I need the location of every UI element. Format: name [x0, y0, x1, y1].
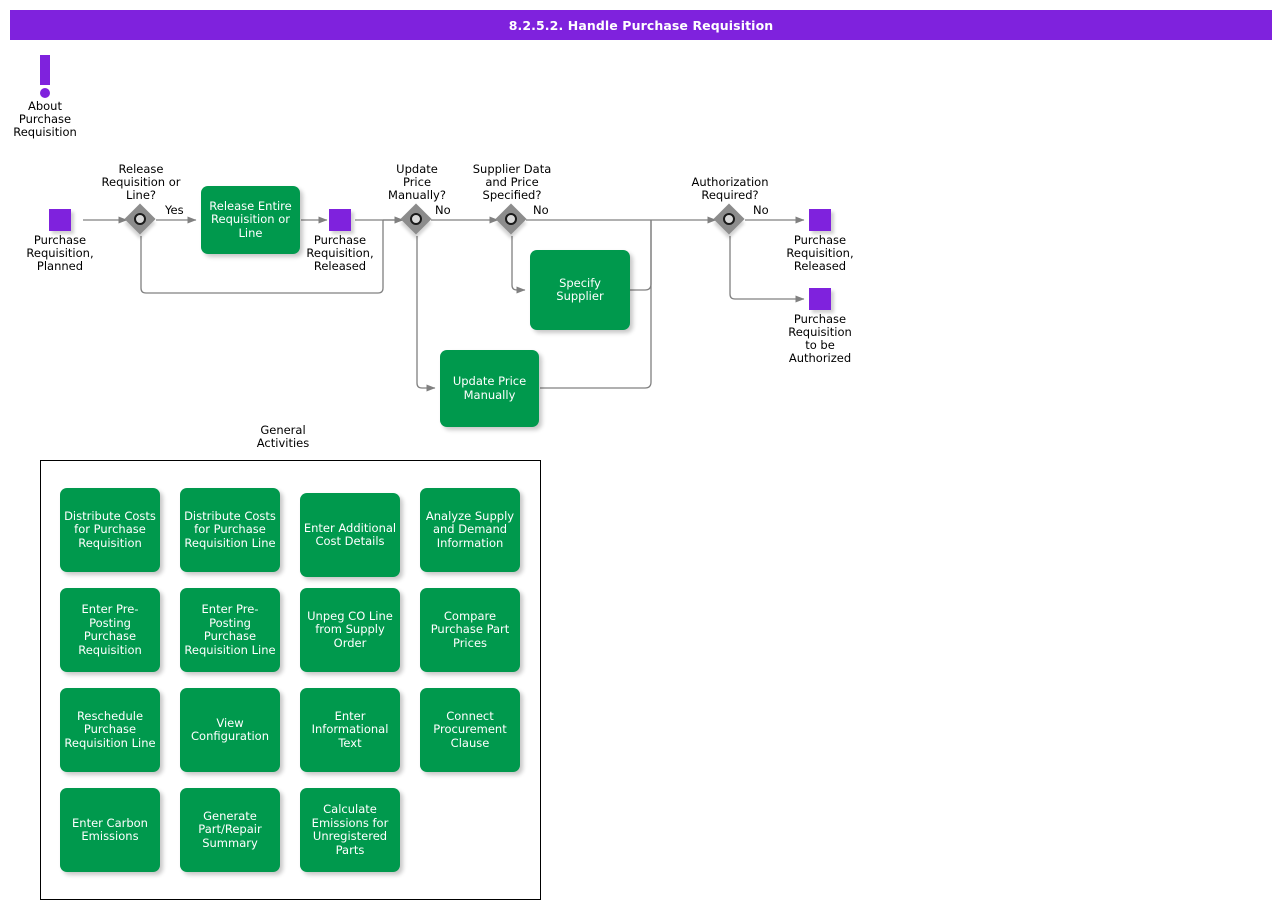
general-activities-title-line1: General: [260, 423, 306, 437]
decision-label-line2: Requisition or: [101, 175, 181, 189]
page-title: 8.2.5.2. Handle Purchase Requisition: [508, 17, 774, 33]
decision-supplier-data-and-price-specified[interactable]: Supplier Data and Price Specified?: [473, 163, 551, 236]
state-label: Purchase Requisition, Planned: [20, 234, 100, 273]
general-activity-analyze-supply-and-demand-information[interactable]: Analyze Supply and Demand Information: [420, 488, 520, 572]
general-activity-distribute-costs-for-purchase-requisition[interactable]: Distribute Costs for Purchase Requisitio…: [60, 488, 160, 572]
decision-authorization-required[interactable]: Authorization Required?: [691, 176, 769, 236]
decision-label: Supplier Data and Price Specified?: [473, 163, 552, 202]
decision-label-line2: Price: [402, 175, 432, 189]
decision-diamond-icon: [495, 203, 528, 236]
general-activity-enter-pre-posting-purchase-requisition-line[interactable]: Enter Pre-Posting Purchase Requisition L…: [180, 588, 280, 672]
general-activities-row: Reschedule Purchase Requisition Line Vie…: [60, 688, 522, 788]
edge-label-yes: Yes: [165, 203, 184, 217]
state-label: Purchase Requisition, Released: [780, 234, 860, 273]
decision-diamond-icon: [713, 203, 746, 236]
state-node-purchase-requisition-planned[interactable]: Purchase Requisition, Planned: [20, 209, 100, 273]
state-label-line1: Purchase: [793, 312, 847, 326]
state-node-purchase-requisition-released-1[interactable]: Purchase Requisition, Released: [300, 209, 380, 273]
activity-update-price-manually[interactable]: Update Price Manually: [440, 350, 539, 427]
about-label: About Purchase Requisition: [8, 100, 82, 139]
diamond-circle: [410, 213, 422, 225]
edge-label-no-supplier-data: No: [533, 203, 549, 217]
decision-update-price-manually[interactable]: Update Price Manually?: [388, 163, 446, 236]
decision-label: Update Price Manually?: [388, 163, 446, 202]
about-label-line3: Requisition: [13, 125, 77, 139]
state-label-line3: to be: [805, 338, 835, 352]
decision-release-requisition-or-line[interactable]: Release Requisition or Line?: [102, 163, 180, 236]
general-activity-calculate-emissions-for-unregistered-parts[interactable]: Calculate Emissions for Unregistered Par…: [300, 788, 400, 872]
activity-release-entire-requisition-or-line[interactable]: Release Entire Requisition or Line: [201, 186, 300, 254]
diamond-circle: [134, 213, 146, 225]
state-square-icon: [809, 288, 831, 310]
general-activities-row: Enter Pre-Posting Purchase Requisition E…: [60, 588, 522, 688]
general-activities-title-line2: Activities: [256, 436, 310, 450]
exclamation-dot: [40, 88, 50, 98]
state-label-line3: Released: [793, 259, 847, 273]
general-activity-unpeg-co-line-from-supply-order[interactable]: Unpeg CO Line from Supply Order: [300, 588, 400, 672]
state-square-icon: [49, 209, 71, 231]
general-activity-enter-additional-cost-details[interactable]: Enter Additional Cost Details: [300, 493, 400, 577]
decision-label-line1: Release: [118, 162, 164, 176]
state-square-icon: [809, 209, 831, 231]
decision-label-line3: Line?: [125, 188, 157, 202]
general-activities-row: Distribute Costs for Purchase Requisitio…: [60, 488, 522, 588]
state-label-line1: Purchase: [313, 233, 367, 247]
exclamation-icon: [8, 55, 82, 100]
diamond-circle: [505, 213, 517, 225]
decision-label-line2: and Price: [485, 175, 539, 189]
general-activity-enter-informational-text[interactable]: Enter Informational Text: [300, 688, 400, 772]
state-node-purchase-requisition-to-be-authorized[interactable]: Purchase Requisition to be Authorized: [780, 288, 860, 365]
state-label: Purchase Requisition, Released: [300, 234, 380, 273]
state-label-line1: Purchase: [33, 233, 87, 247]
decision-diamond-icon: [124, 203, 157, 236]
decision-label: Authorization Required?: [691, 176, 768, 202]
decision-diamond-icon: [400, 203, 433, 236]
about-label-line1: About: [27, 99, 62, 113]
state-label-line4: Authorized: [788, 351, 852, 365]
about-purchase-requisition[interactable]: About Purchase Requisition: [8, 55, 82, 139]
decision-label: Release Requisition or Line?: [102, 163, 181, 202]
decision-label-line2: Required?: [701, 188, 759, 202]
state-label-line2: Requisition: [788, 325, 852, 339]
decision-label-line1: Update: [396, 162, 438, 176]
state-label-line2: Requisition,: [306, 246, 374, 260]
state-node-purchase-requisition-released-2[interactable]: Purchase Requisition, Released: [780, 209, 860, 273]
general-activities-row: Enter Carbon Emissions Generate Part/Rep…: [60, 788, 522, 888]
about-label-line2: Purchase: [18, 112, 72, 126]
state-label-line2: Requisition,: [786, 246, 854, 260]
exclamation-stem: [40, 55, 50, 85]
state-label-line2: Requisition,: [26, 246, 94, 260]
state-label-line1: Purchase: [793, 233, 847, 247]
general-activity-enter-carbon-emissions[interactable]: Enter Carbon Emissions: [60, 788, 160, 872]
edge-label-no-update-price: No: [435, 203, 451, 217]
general-activities-title: General Activities: [245, 424, 321, 450]
edge-label-no-authorization: No: [753, 203, 769, 217]
diamond-circle: [723, 213, 735, 225]
general-activity-enter-pre-posting-purchase-requisition[interactable]: Enter Pre-Posting Purchase Requisition: [60, 588, 160, 672]
state-label-line3: Released: [313, 259, 367, 273]
decision-label-line1: Authorization: [691, 175, 769, 189]
activity-specify-supplier[interactable]: Specify Supplier: [530, 250, 630, 330]
general-activity-distribute-costs-for-purchase-requisition-line[interactable]: Distribute Costs for Purchase Requisitio…: [180, 488, 280, 572]
state-label-line3: Planned: [36, 259, 84, 273]
decision-label-line3: Specified?: [482, 188, 542, 202]
general-activity-view-configuration[interactable]: View Configuration: [180, 688, 280, 772]
general-activities-grid: Distribute Costs for Purchase Requisitio…: [60, 488, 522, 888]
state-square-icon: [329, 209, 351, 231]
general-activity-generate-part-repair-summary[interactable]: Generate Part/Repair Summary: [180, 788, 280, 872]
general-activity-compare-purchase-part-prices[interactable]: Compare Purchase Part Prices: [420, 588, 520, 672]
state-label: Purchase Requisition to be Authorized: [780, 313, 860, 365]
general-activity-connect-procurement-clause[interactable]: Connect Procurement Clause: [420, 688, 520, 772]
decision-label-line1: Supplier Data: [472, 162, 552, 176]
general-activity-reschedule-purchase-requisition-line[interactable]: Reschedule Purchase Requisition Line: [60, 688, 160, 772]
page-title-bar: 8.2.5.2. Handle Purchase Requisition: [10, 10, 1272, 40]
decision-label-line3: Manually?: [388, 188, 446, 202]
